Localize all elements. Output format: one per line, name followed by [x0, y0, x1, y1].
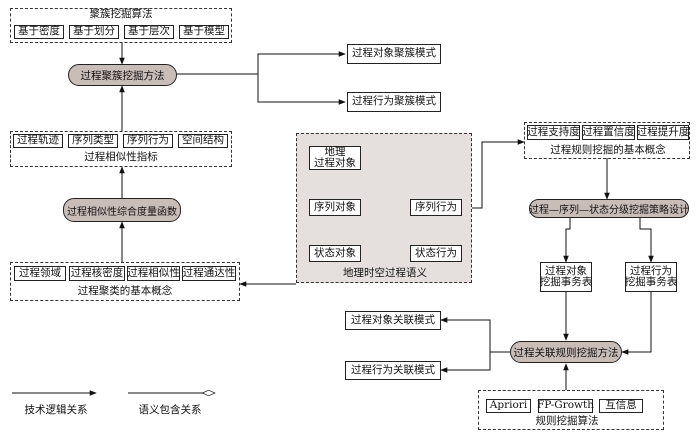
arrow-to-object-cluster-pattern — [177, 51, 346, 75]
rule-concept-confidence: 过程置信度 — [582, 125, 635, 140]
concept-domain: 过程领域 — [14, 266, 66, 281]
state-behavior-node: 状态行为 — [410, 245, 462, 262]
behavior-table-node: 过程行为 挖掘事务表 — [625, 262, 677, 292]
algorithm-hierarchy: 基于层次 — [124, 25, 174, 39]
indicator-trajectory: 过程轨迹 — [13, 134, 63, 148]
behavior-assoc-pattern-node: 过程行为关联模式 — [345, 361, 441, 380]
geo-object-line2: 过程对象 — [314, 157, 356, 169]
algorithm-fp-growth: FP-Growth — [536, 399, 595, 413]
indicator-sequence-behavior: 序列行为 — [123, 134, 173, 148]
semantics-title: 地理时空过程语义 — [343, 267, 427, 279]
concept-accessibility: 过程通达性 — [182, 266, 236, 281]
similarity-indicators-title: 过程相似性指标 — [84, 151, 158, 163]
arrow-to-behavior-assoc-pattern — [440, 352, 491, 373]
arrow-to-object-assoc-pattern — [440, 317, 510, 353]
rule-concept-lift: 过程提升度 — [637, 125, 689, 140]
cluster-method-node: 过程聚簇挖掘方法 — [68, 64, 177, 86]
rule-concepts-group — [524, 122, 690, 159]
algorithm-density: 基于密度 — [14, 25, 64, 39]
similarity-function-node: 过程相似性综合度量函数 — [63, 198, 181, 222]
cluster-concepts-title: 过程聚类的基本概念 — [77, 285, 173, 297]
rule-algorithms-group — [478, 390, 664, 430]
cluster-concepts-group — [10, 262, 240, 301]
indicator-spatial-structure: 空间结构 — [178, 134, 228, 148]
similarity-indicators-group — [10, 131, 232, 167]
object-cluster-pattern-node: 过程对象聚簇模式 — [347, 44, 441, 64]
arrow-strategy-to-behavior-table — [639, 218, 654, 263]
arrow-strategy-to-object-table — [563, 218, 571, 263]
algorithm-partition: 基于划分 — [69, 25, 119, 39]
legend-tech-logic-label: 技术逻辑关系 — [24, 404, 88, 416]
geo-process-object-node: 地理 过程对象 — [309, 146, 361, 170]
algorithm-model: 基于模型 — [179, 25, 229, 39]
object-assoc-pattern-node: 过程对象关联模式 — [345, 311, 441, 330]
algorithm-apriori: Apriori — [486, 399, 531, 413]
arrow-behavior-table-to-rule-method — [621, 292, 652, 355]
algorithm-mutual-info: 互信息 — [599, 399, 643, 413]
rule-method-node: 过程关联规则挖掘方法 — [510, 341, 622, 363]
concept-similarity: 过程相似性 — [127, 266, 180, 281]
sequence-behavior-node: 序列行为 — [410, 199, 462, 216]
rule-concepts-title: 过程规则挖掘的基本概念 — [550, 144, 666, 156]
behavior-table-line1: 过程行为 — [630, 264, 672, 277]
strategy-node: 过程—序列—状态分级挖掘策略设计 — [529, 199, 689, 218]
geo-object-line1: 地理 — [324, 145, 346, 158]
rule-concept-support: 过程支持度 — [527, 125, 580, 140]
object-table-line1: 过程对象 — [545, 264, 587, 277]
cluster-algorithms-title: 聚簇挖掘算法 — [89, 8, 153, 20]
arrow-semantics-to-rule-concepts — [472, 139, 525, 209]
arrow-to-behavior-cluster-pattern — [257, 74, 346, 105]
legend-semantic-contain-label: 语义包含关系 — [138, 404, 202, 416]
indicator-sequence-type: 序列类型 — [68, 134, 118, 148]
concept-kernel-density: 过程核密度 — [69, 266, 125, 281]
object-table-line2: 挖掘事务表 — [539, 276, 593, 288]
behavior-cluster-pattern-node: 过程行为聚簇模式 — [347, 92, 441, 112]
object-table-node: 过程对象 挖掘事务表 — [540, 262, 592, 292]
behavior-table-line2: 挖掘事务表 — [624, 276, 678, 288]
sequence-object-node: 序列对象 — [309, 199, 361, 216]
state-object-node: 状态对象 — [309, 245, 361, 262]
rule-algorithms-title: 规则挖掘算法 — [535, 415, 599, 427]
cluster-algorithms-group — [10, 8, 232, 43]
